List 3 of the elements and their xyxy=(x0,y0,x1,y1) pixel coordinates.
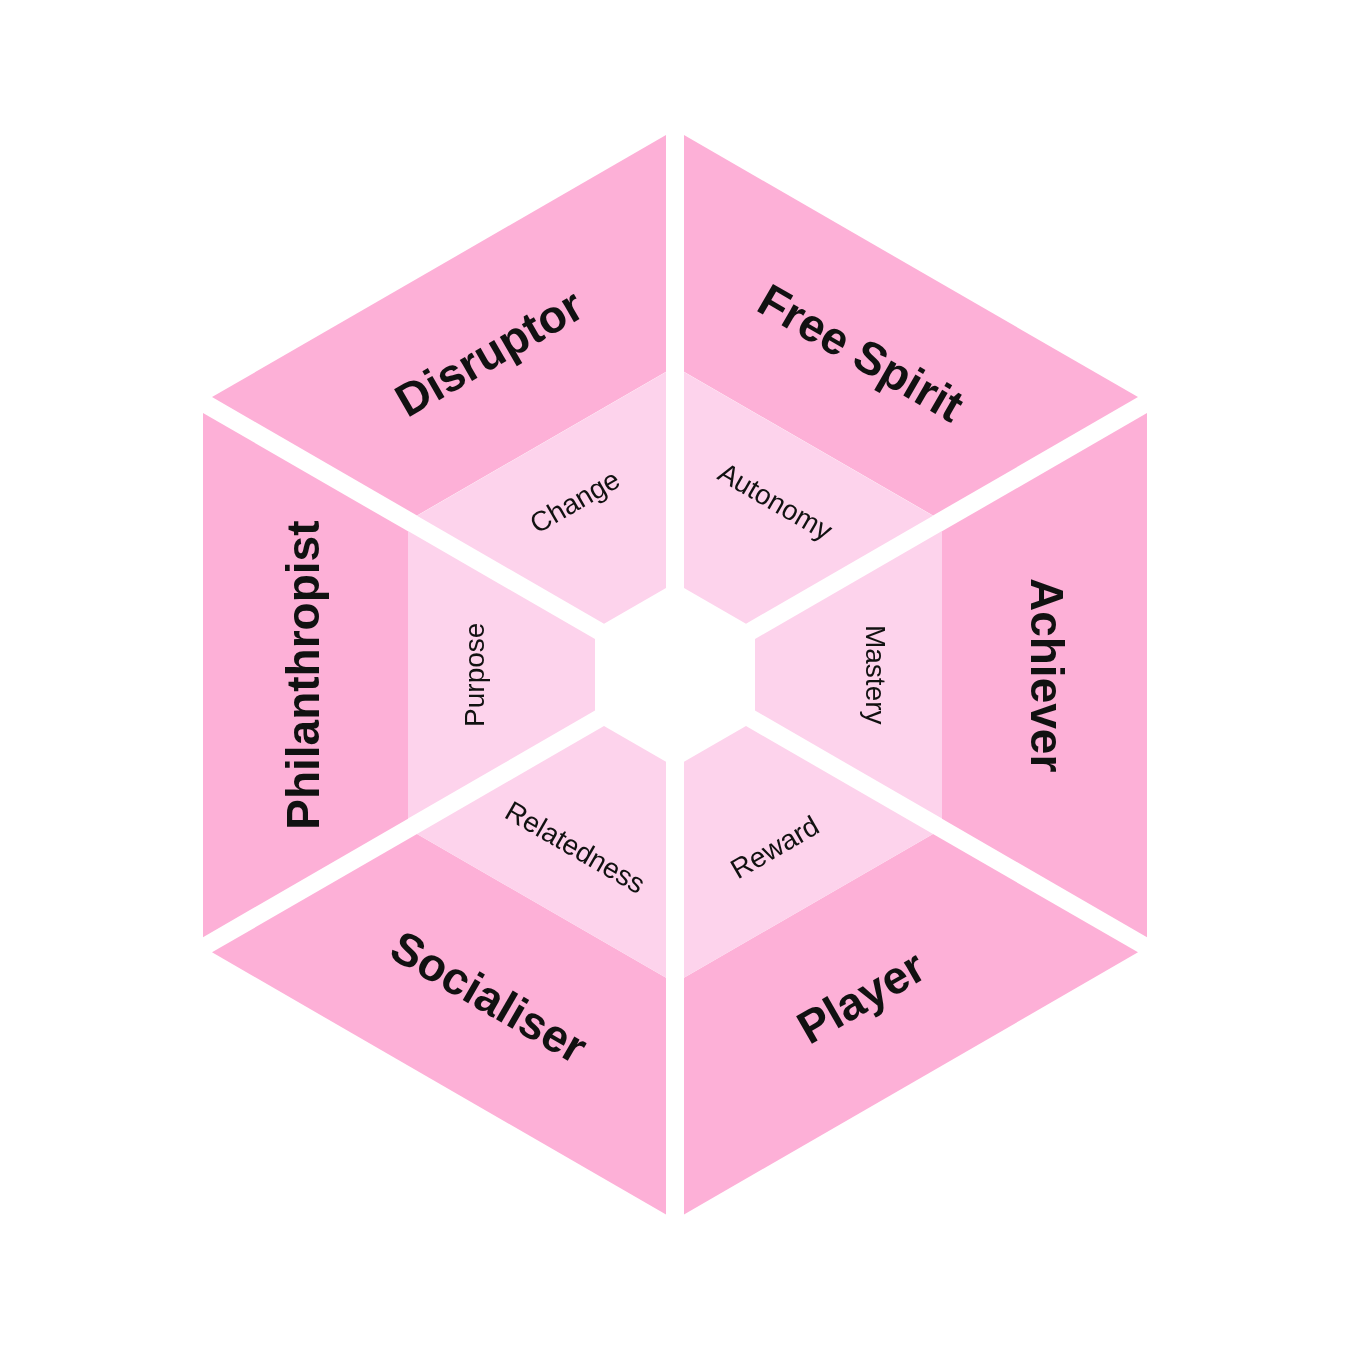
segment-label: Purpose xyxy=(461,622,489,728)
segment-title: Achiever xyxy=(1024,577,1070,773)
segment-label: Mastery xyxy=(861,625,889,725)
